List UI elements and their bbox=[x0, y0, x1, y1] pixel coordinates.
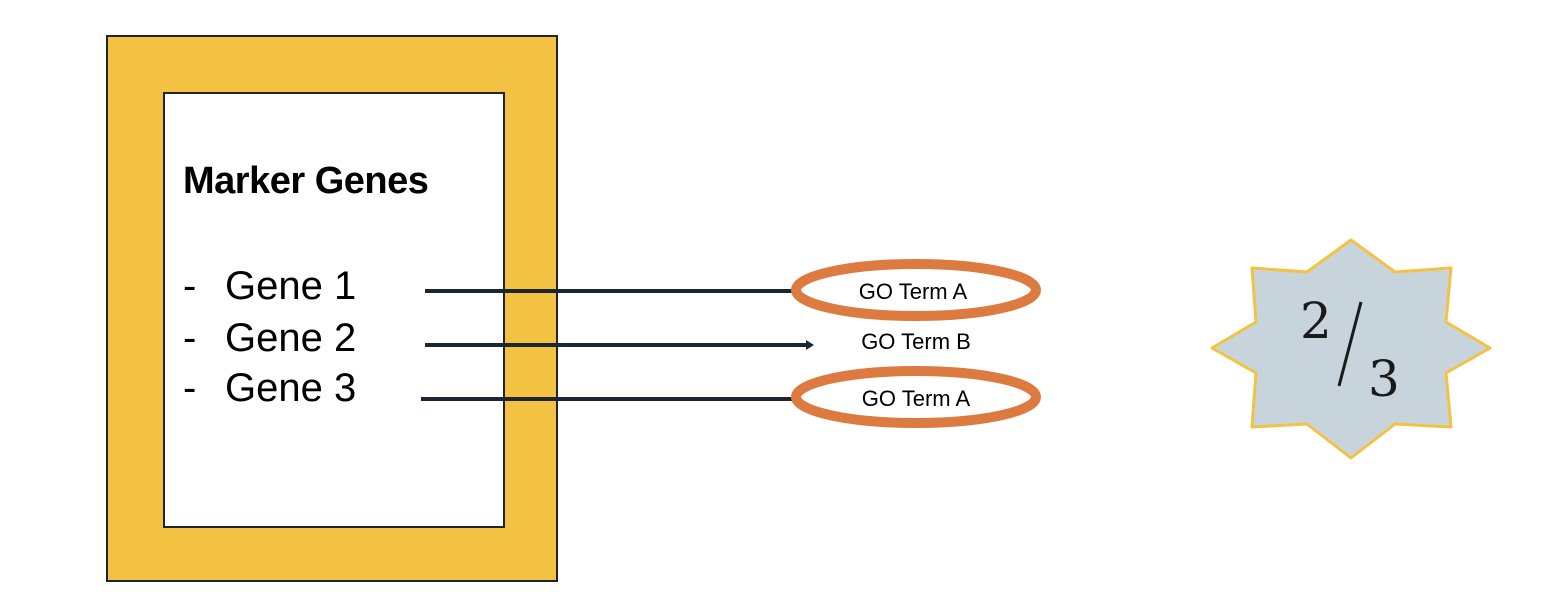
marker-genes-box bbox=[163, 92, 505, 528]
fraction-slash bbox=[1337, 301, 1363, 387]
go-term-label-1: GO Term A bbox=[858, 279, 968, 304]
bullet-dash: - bbox=[183, 366, 197, 410]
gene-label: Gene 1 bbox=[225, 264, 357, 308]
star-badge-icon bbox=[1210, 238, 1492, 460]
gene-label: Gene 3 bbox=[225, 366, 357, 410]
go-term-label-2: GO Term B bbox=[861, 329, 971, 354]
gene-item-3: -Gene 3 bbox=[183, 366, 356, 411]
box-title: Marker Genes bbox=[183, 160, 429, 202]
bullet-dash: - bbox=[183, 264, 197, 308]
gene-item-2: -Gene 2 bbox=[183, 316, 356, 361]
gene-label: Gene 2 bbox=[225, 316, 357, 360]
highlight-ellipse-go-term-3 bbox=[791, 366, 1041, 428]
bullet-dash: - bbox=[183, 316, 197, 360]
fraction-numerator: 2 bbox=[1300, 292, 1332, 350]
gene-item-1: -Gene 1 bbox=[183, 264, 356, 309]
go-term-label-3: GO Term A bbox=[861, 386, 971, 411]
fraction-denominator: 3 bbox=[1368, 350, 1400, 408]
arrowhead-icon bbox=[806, 340, 814, 350]
highlight-ellipse-go-term-1 bbox=[791, 259, 1041, 321]
